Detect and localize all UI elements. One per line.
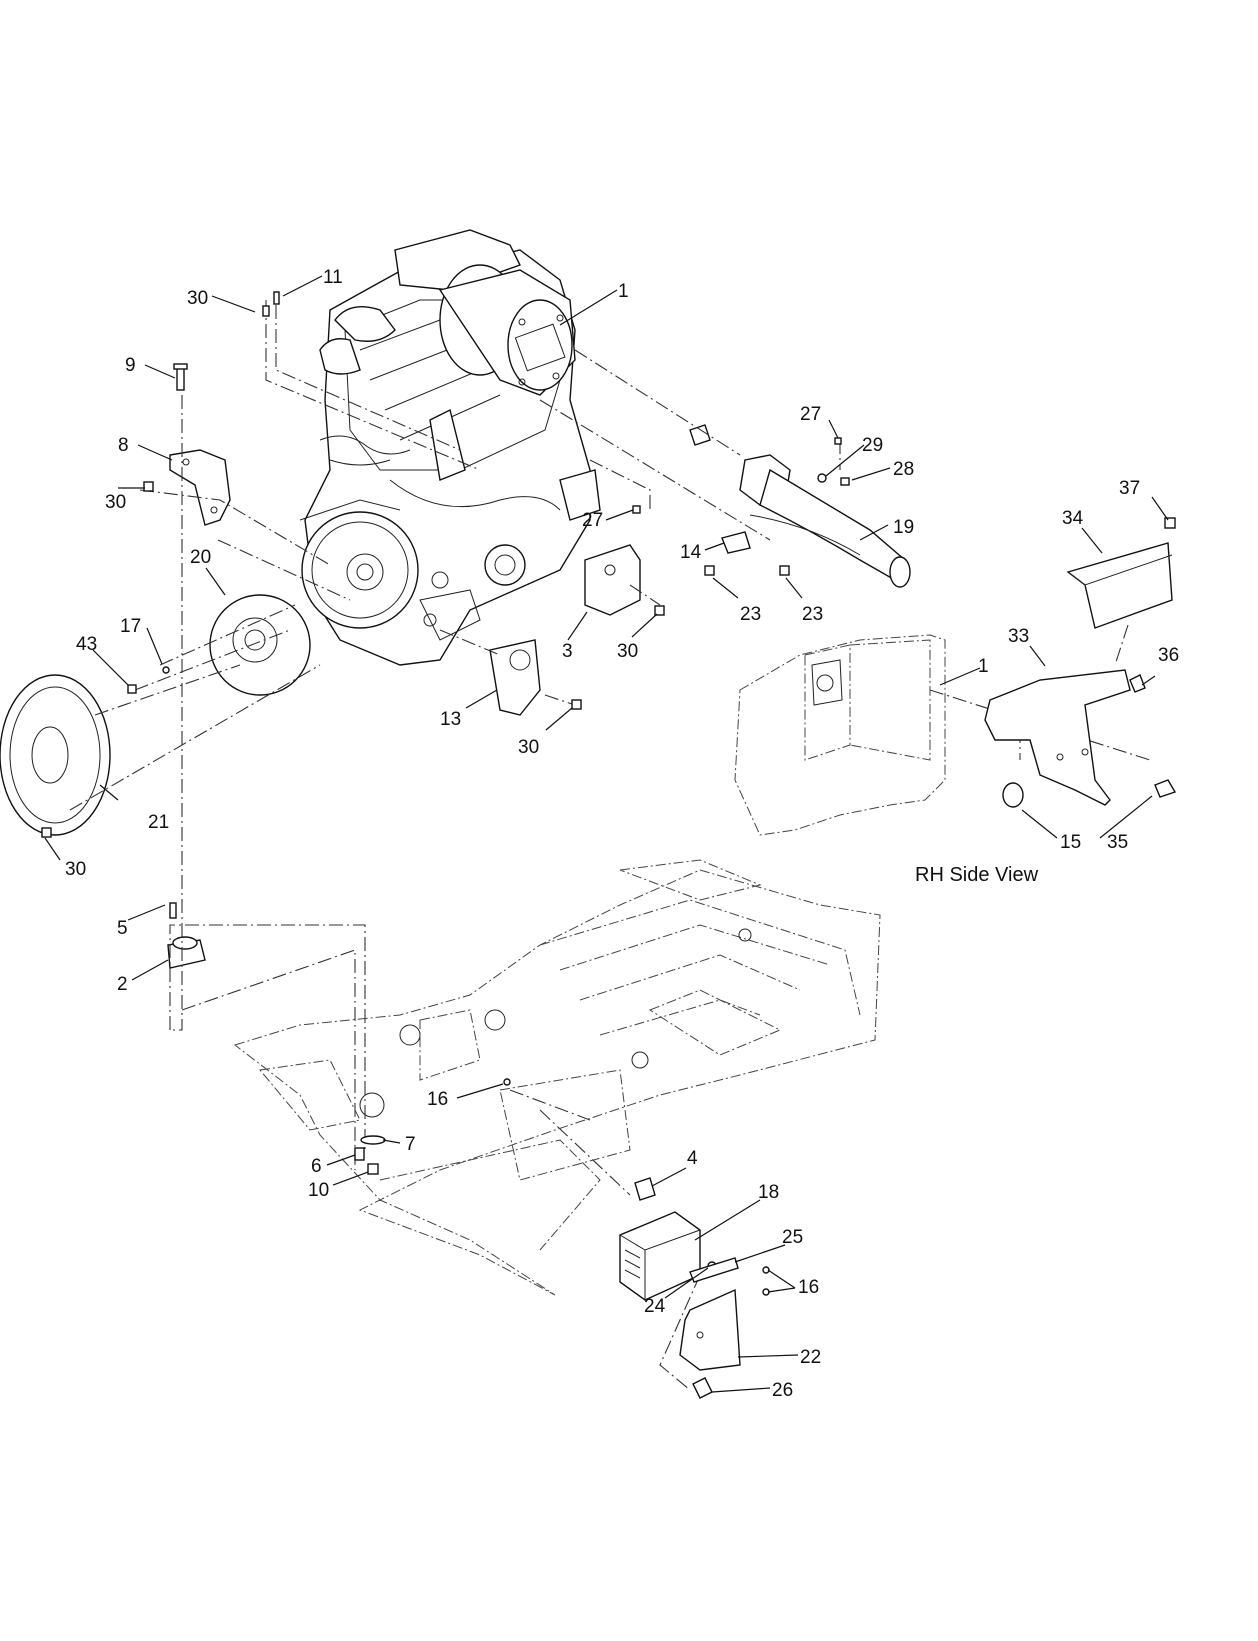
callout-30-lower: 30: [518, 737, 539, 758]
front-mount-bracket: [169, 449, 231, 526]
callout-3: 3: [562, 641, 573, 662]
callout-33: 33: [1008, 626, 1029, 647]
callout-1-engine: 1: [618, 281, 629, 302]
callout-30-plate: 30: [65, 859, 86, 880]
callout-20: 20: [190, 547, 211, 568]
engine-assembly: [299, 229, 601, 666]
callout-30-top: 30: [187, 288, 208, 309]
callout-22: 22: [800, 1347, 821, 1368]
leader-lines: [44, 275, 1169, 1393]
callout-8: 8: [118, 435, 129, 456]
callout-10: 10: [308, 1180, 329, 1201]
callout-16-frame: 16: [427, 1089, 448, 1110]
callout-30-mount: 30: [617, 641, 638, 662]
callout-23-right: 23: [802, 604, 823, 625]
callout-21: 21: [148, 812, 169, 833]
drive-plate-21: [0, 674, 111, 836]
callout-15: 15: [1060, 832, 1081, 853]
ecu-module-18: [619, 1211, 701, 1301]
callout-9: 9: [125, 355, 136, 376]
callout-24: 24: [644, 1296, 666, 1317]
callout-27-lower: 27: [582, 510, 603, 531]
callout-35: 35: [1107, 832, 1128, 853]
callout-27-upper: 27: [800, 404, 821, 425]
callout-17: 17: [120, 616, 141, 637]
callout-30-bracket: 30: [105, 492, 126, 513]
rear-mount-bracket-3: [584, 544, 641, 616]
callout-37: 37: [1119, 478, 1140, 499]
callout-2: 2: [117, 974, 128, 995]
rh-side-view: [734, 517, 1177, 836]
rh-side-view-caption: RH Side View: [915, 864, 1039, 886]
callout-16-ecu: 16: [798, 1277, 819, 1298]
callout-19: 19: [893, 517, 914, 538]
callout-34: 34: [1062, 508, 1084, 529]
centerlines: [69, 300, 1151, 1391]
coupling-disc-20: [209, 594, 311, 696]
callout-4: 4: [687, 1148, 698, 1169]
callout-18: 18: [758, 1182, 779, 1203]
callout-36: 36: [1158, 645, 1179, 666]
callout-26: 26: [772, 1380, 793, 1401]
callout-29: 29: [862, 435, 883, 456]
fasteners: [41, 291, 850, 1399]
bolt-9: [173, 363, 188, 391]
engine-mount-2: [167, 936, 206, 969]
callout-23-left: 23: [740, 604, 761, 625]
callout-6: 6: [311, 1156, 322, 1177]
callout-1-side: 1: [978, 656, 989, 677]
callout-7: 7: [405, 1134, 416, 1155]
callout-labels: 1 11 30 9 8 30 20 17 43 21 30 3 30 13 30…: [65, 267, 1179, 1401]
callout-43: 43: [76, 634, 97, 655]
ecu-bracket-22: [679, 1288, 741, 1371]
callout-28: 28: [893, 459, 914, 480]
exhaust-pipe-19: [689, 424, 911, 588]
callout-13: 13: [440, 709, 461, 730]
callout-14: 14: [680, 542, 702, 563]
callout-5: 5: [117, 918, 128, 939]
chassis-frame: [233, 859, 881, 1296]
callout-25: 25: [782, 1227, 803, 1248]
rear-mount-bracket-13: [489, 639, 541, 716]
callout-11: 11: [323, 267, 343, 288]
exhaust-clamp-14: [721, 531, 751, 554]
